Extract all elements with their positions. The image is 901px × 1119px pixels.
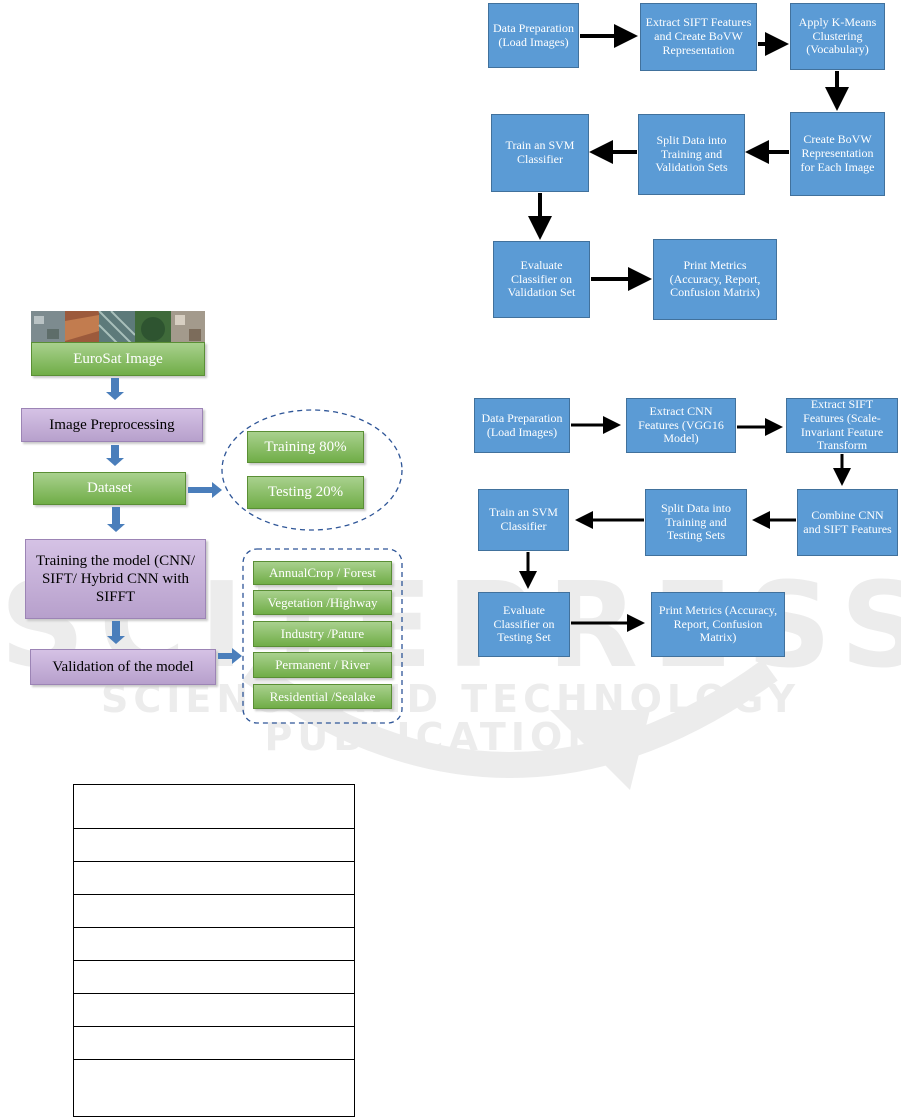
image-preprocessing-box: Image Preprocessing: [21, 408, 203, 442]
testing-split-box: Testing 20%: [247, 476, 364, 509]
watermark-subtext: SCIENCE AND TECHNOLOGY PUBLICATIONS: [101, 677, 800, 759]
flow-top-print-metrics-box: Print Metrics (Accuracy, Report, Confusi…: [653, 239, 777, 320]
dataset-box: Dataset: [33, 472, 186, 505]
flow-bottom-evaluate-box: Evaluate Classifier on Testing Set: [478, 592, 570, 657]
table-row: [73, 1027, 355, 1060]
classes-dashed-frame: [242, 548, 403, 724]
flow-top-extract-sift-box: Extract SIFT Features and Create BoVW Re…: [640, 3, 757, 71]
flow-bottom-combine-box: Combine CNN and SIFT Features: [797, 489, 898, 556]
flow-bottom-extract-sift-box: Extract SIFT Features (Scale-Invariant F…: [786, 397, 898, 453]
flow-top-arrows: [528, 24, 849, 291]
class-label-box: Industry /Pature: [253, 621, 392, 647]
flow-top-train-svm-box: Train an SVM Classifier: [491, 114, 589, 192]
flow-left-connectors: [106, 378, 403, 724]
class-label-box: Permanent / River: [253, 652, 392, 678]
training-split-box: Training 80%: [247, 431, 364, 463]
validation-model-box: Validation of the model: [30, 649, 216, 685]
flow-bottom-print-metrics-box: Print Metrics (Accuracy, Report, Confusi…: [651, 592, 785, 657]
table-row: [73, 928, 355, 961]
class-label-box: AnnualCrop / Forest: [253, 561, 392, 585]
table-row: [73, 829, 355, 862]
watermark-arc: [242, 659, 778, 790]
flow-bottom-extract-cnn-box: Extract CNN Features (VGG16 Model): [626, 398, 736, 453]
flow-bottom-train-svm-box: Train an SVM Classifier: [478, 489, 569, 551]
flow-bottom-split-box: Split Data into Training and Testing Set…: [645, 489, 747, 556]
flow-top-split-box: Split Data into Training and Validation …: [638, 114, 745, 195]
flow-top-data-prep-box: Data Preparation (Load Images): [488, 3, 579, 68]
flow-top-evaluate-box: Evaluate Classifier on Validation Set: [493, 241, 590, 318]
eurosat-thumbnail-strip: [31, 311, 205, 347]
class-label-box: Residential /Sealake: [253, 684, 392, 709]
table-row: [73, 1060, 355, 1117]
table-header-row: [73, 784, 355, 829]
table-row: [73, 895, 355, 928]
table-row: [73, 994, 355, 1027]
split-dashed-ellipse: [221, 409, 403, 531]
eurosat-image-box: EuroSat Image: [31, 342, 205, 376]
flow-bottom-arrows: [519, 416, 851, 632]
flow-top-create-bovw-box: Create BoVW Representation for Each Imag…: [790, 112, 885, 196]
training-model-box: Training the model (CNN/ SIFT/ Hybrid CN…: [25, 539, 206, 619]
flow-top-kmeans-box: Apply K-Means Clustering (Vocabulary): [790, 3, 885, 70]
flow-bottom-data-prep-box: Data Preparation (Load Images): [474, 398, 570, 453]
class-label-box: Vegetation /Highway: [253, 590, 392, 615]
table-row: [73, 862, 355, 895]
table-row: [73, 961, 355, 994]
